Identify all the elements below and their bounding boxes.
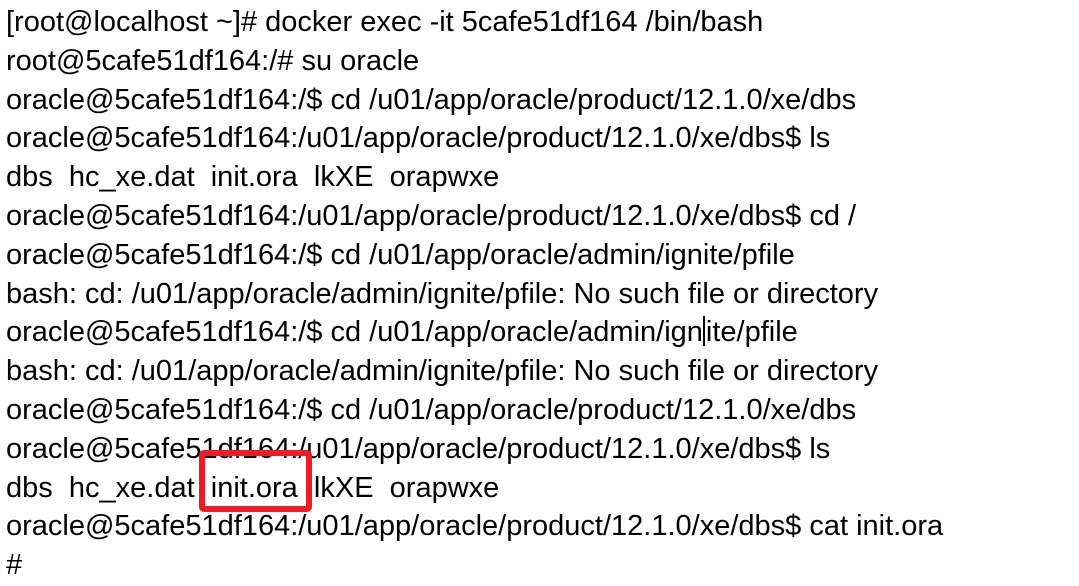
highlighted-filename: init.ora: [202, 471, 306, 504]
terminal-text: dbs hc_xe.dat: [6, 471, 203, 504]
terminal-line-ls-output-highlighted: dbs hc_xe.dat init.ora lkXE orapwxe: [6, 449, 1079, 513]
terminal-text: ite/pfile: [705, 316, 798, 349]
terminal-line: oracle@5cafe51df164:/$ cd /u01/app/oracl…: [6, 238, 795, 271]
terminal-line: oracle@5cafe51df164:/$ cd /u01/app/oracl…: [6, 83, 857, 116]
terminal-line: oracle@5cafe51df164:/$ cd /u01/app/oracl…: [6, 393, 857, 426]
highlight-box-init-ora: init.ora: [198, 449, 313, 513]
terminal-line-prompt: #: [6, 549, 23, 582]
text-cursor: [702, 316, 705, 347]
terminal-line: oracle@5cafe51df164:/u01/app/oracle/prod…: [6, 122, 831, 155]
terminal-line: root@5cafe51df164:/# su oracle: [6, 44, 420, 77]
terminal-line: oracle@5cafe51df164:/u01/app/oracle/prod…: [6, 199, 857, 232]
terminal-line: [root@localhost ~]# docker exec -it 5caf…: [6, 6, 764, 38]
terminal-line: oracle@5cafe51df164:/u01/app/oracle/prod…: [6, 510, 944, 543]
terminal-line-error: bash: cd: /u01/app/oracle/admin/ignite/p…: [6, 355, 879, 388]
terminal-line-error: bash: cd: /u01/app/oracle/admin/ignite/p…: [6, 277, 879, 310]
terminal-line-ls-output: dbs hc_xe.dat init.ora lkXE orapwxe: [6, 161, 500, 194]
terminal-line-with-cursor: oracle@5cafe51df164:/$ cd /u01/app/oracl…: [6, 313, 1079, 352]
terminal-line: oracle@5cafe51df164:/u01/app/oracle/prod…: [6, 432, 831, 465]
terminal-text: oracle@5cafe51df164:/$ cd /u01/app/oracl…: [6, 316, 703, 349]
terminal-text: lkXE orapwxe: [305, 471, 500, 504]
